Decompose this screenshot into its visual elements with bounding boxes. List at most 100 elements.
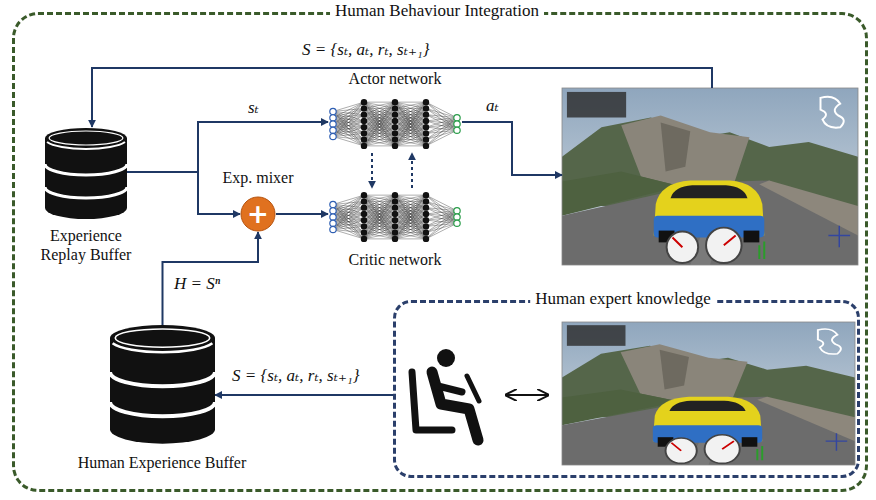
network-units-part (361, 130, 367, 136)
network-links-part (333, 223, 364, 239)
network-units-part (454, 208, 460, 214)
network-units-part (423, 111, 429, 117)
network-links-part (333, 195, 364, 229)
network-links-part (364, 220, 395, 239)
network-units-part (392, 223, 398, 229)
network-links-part (426, 124, 457, 146)
network-links-part (395, 115, 426, 146)
network-links-part (395, 214, 426, 239)
network-units-part (423, 124, 429, 130)
network-units-part (423, 99, 429, 105)
network-links-part (395, 127, 426, 146)
network-links-part (426, 118, 457, 140)
math-label: S = {sₜ, aₜ, rₜ, sₜ₊₁} (300, 40, 432, 60)
network-links-part (364, 121, 395, 146)
action-arrow (462, 122, 562, 175)
network-units-part (454, 115, 460, 121)
network-links-part (395, 102, 426, 146)
connector (371, 153, 373, 188)
network-links-part (395, 102, 426, 121)
network-units-part (392, 111, 398, 117)
network-links-part (395, 115, 426, 146)
network-links-part (333, 195, 364, 217)
database-icon-part (115, 329, 210, 347)
network-units-part (454, 214, 460, 220)
network-links-part (333, 195, 364, 223)
network-links (333, 102, 457, 146)
driver-icon-part (467, 376, 479, 401)
driver-icon-part (437, 349, 455, 367)
node-label: Human Behaviour Integration (330, 1, 544, 21)
network-links-part (395, 102, 426, 121)
network-units-part (361, 124, 367, 130)
network-links-part (333, 115, 364, 137)
network-links-part (333, 118, 364, 146)
network-links-part (426, 217, 457, 239)
node-symbol: + (247, 200, 269, 228)
network-links-part (333, 214, 364, 230)
network-links-part (364, 127, 395, 146)
network-units-part (423, 105, 429, 111)
network-links-part (395, 195, 426, 226)
network-links-part (364, 102, 395, 127)
network-links-part (395, 208, 426, 239)
network-links-part (364, 102, 395, 127)
network-links-part (364, 214, 395, 239)
connector (163, 232, 259, 325)
network-links-part (395, 102, 426, 127)
database-icon-part (49, 131, 123, 145)
network-links-part (395, 238, 426, 239)
network-links-part (395, 195, 426, 214)
network-units-part (392, 236, 398, 242)
neural-network-icon (328, 188, 462, 246)
network-units-part (392, 143, 398, 149)
network-links-part (333, 102, 364, 130)
network-links-part (395, 102, 426, 140)
network-links-part (364, 102, 395, 146)
database-icon-part (45, 128, 127, 148)
network-links-part (426, 208, 457, 224)
network-links-part (426, 201, 457, 217)
network-units-part (330, 201, 336, 207)
network-units-part (330, 214, 336, 220)
network-units-part (423, 130, 429, 136)
network-units-part (330, 226, 336, 232)
edge-label: sₜ (246, 98, 261, 118)
network-links-part (395, 102, 426, 127)
network-units-part (392, 198, 398, 204)
network-links-part (395, 102, 426, 146)
network-links-part (333, 124, 364, 140)
network-links-part (364, 208, 395, 239)
network-links-part (395, 201, 426, 239)
network-links-part (333, 217, 364, 233)
network-units (330, 99, 460, 149)
network-units-part (392, 118, 398, 124)
network-units-part (361, 118, 367, 124)
network-units-part (361, 229, 367, 235)
network-links-part (333, 208, 364, 230)
network-links-part (364, 220, 395, 239)
network-links-part (333, 226, 364, 229)
network-units-part (330, 208, 336, 214)
network-links-part (426, 118, 457, 146)
network-units-part (361, 211, 367, 217)
node-label: Human expert knowledge (530, 289, 716, 309)
network-links-part (395, 220, 426, 239)
network-units-part (361, 136, 367, 142)
network-units-part (361, 217, 367, 223)
network-units-part (330, 127, 336, 133)
network-links-part (364, 102, 395, 121)
network-units-part (330, 115, 336, 121)
network-links-part (395, 140, 426, 146)
connector (276, 213, 328, 215)
network-links-part (395, 226, 426, 239)
network-units-part (392, 217, 398, 223)
network-units-part (423, 211, 429, 217)
network-links-part (426, 108, 457, 130)
network-links-part (333, 133, 364, 136)
actor-network: Actor network (328, 95, 462, 153)
node-label: Actor network (349, 69, 442, 88)
network-links-part (333, 130, 364, 146)
screenshot-frame (562, 322, 855, 465)
